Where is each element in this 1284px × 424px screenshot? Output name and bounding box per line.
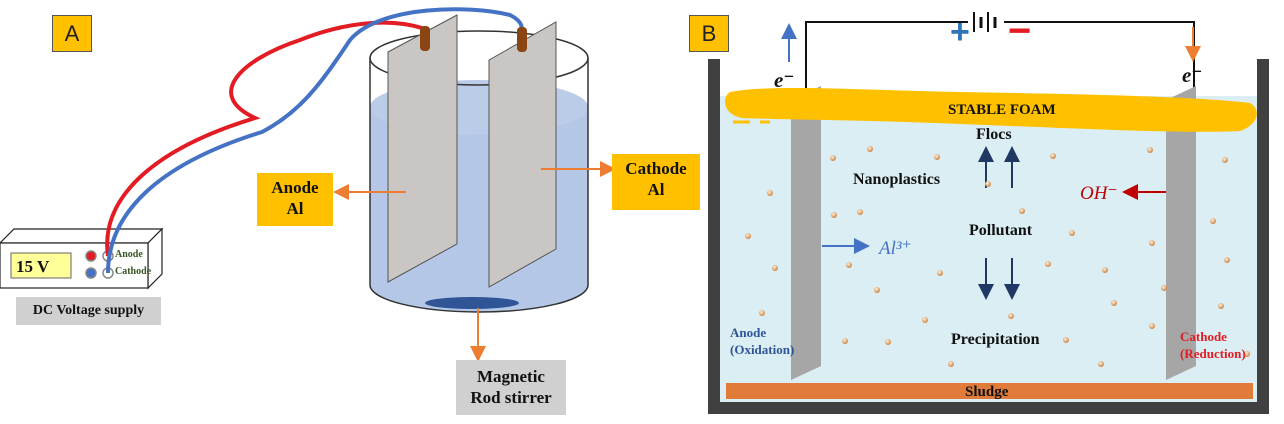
cathode-reduction-label: Cathode (Reduction): [1180, 328, 1246, 362]
nanoplastic-particles: [745, 146, 1250, 367]
panel-a-tag: A: [52, 15, 92, 52]
cathode-terminal: [85, 267, 97, 279]
electron-left: e⁻: [774, 68, 795, 92]
dc-supply-label: DC Voltage supply: [16, 297, 161, 325]
anode-label-text: Anode: [271, 178, 319, 197]
precipitation-label: Precipitation: [951, 331, 1040, 348]
stable-foam: [725, 87, 1257, 132]
cathode-plate: [488, 21, 557, 288]
positive-sign: +: [950, 13, 970, 51]
cathode-b-line1: Cathode: [1180, 329, 1227, 344]
anode-terminal-label: Anode: [115, 249, 143, 260]
oh-ion-label: OH⁻: [1080, 183, 1118, 204]
electron-right: e⁻: [1182, 63, 1203, 87]
nanoplastics-label: Nanoplastics: [853, 171, 941, 188]
anode-label: Anode Al: [257, 173, 333, 226]
cathode-label: Cathode Al: [612, 154, 700, 210]
red-wire: [105, 20, 423, 257]
circuit-wire: [805, 21, 1195, 90]
anode-terminal: [85, 250, 97, 262]
battery-icon: [973, 12, 997, 32]
anode-b-line2: (Oxidation): [730, 342, 795, 357]
anode-oxidation-label: Anode (Oxidation): [730, 324, 794, 358]
cathode-label-metal: Al: [647, 180, 665, 199]
cathode-electrode: [1166, 86, 1196, 380]
cathode-terminal-label: Cathode: [115, 266, 152, 277]
magnetic-stirrer-rod: [425, 297, 519, 309]
sludge-layer: [726, 383, 1253, 399]
anode-label-metal: Al: [286, 199, 304, 218]
voltage-display: 15 V: [16, 257, 50, 276]
blue-wire: [106, 7, 524, 274]
pollutant-label: Pollutant: [969, 222, 1033, 239]
anode-b-line1: Anode: [730, 325, 767, 340]
cathode-label-text: Cathode: [625, 159, 687, 178]
cathode-b-line2: (Reduction): [1180, 346, 1246, 361]
flocs-label: Flocs: [976, 126, 1012, 143]
stirrer-label: Magnetic Rod stirrer: [456, 360, 566, 415]
al-ion-label: Al³⁺: [879, 238, 912, 259]
anode-electrode: [791, 86, 821, 380]
panel-b-tag: B: [689, 15, 729, 52]
negative-sign: −: [1008, 9, 1032, 53]
stirrer-label-line1: Magnetic: [477, 367, 545, 386]
stirrer-label-line2: Rod stirrer: [470, 388, 552, 407]
sludge-label: Sludge: [965, 384, 1009, 400]
stable-foam-label: STABLE FOAM: [948, 102, 1056, 118]
anode-plate: [387, 14, 458, 283]
